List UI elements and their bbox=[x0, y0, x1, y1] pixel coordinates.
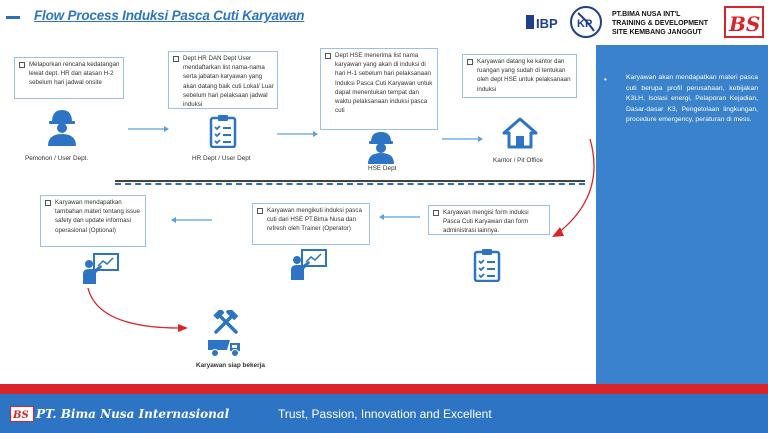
step-1-text: Melaporkan rencana kedatangan lewat dept… bbox=[29, 61, 120, 87]
dump-truck-icon bbox=[208, 340, 240, 357]
step-4-box: Karyawan datang ke kantor dan ruangan ya… bbox=[462, 54, 577, 98]
step-4-label: Kantor / Pit Office bbox=[493, 157, 543, 164]
worker-helmet-icon bbox=[48, 110, 76, 146]
step-5-text: Karyawan mengisi form induksi Pasca Cuti… bbox=[443, 209, 529, 235]
page-title: Flow Process Induksi Pasca Cuti Karyawan bbox=[34, 8, 305, 23]
footer-company-name: PT. Bima Nusa Internasional bbox=[36, 407, 230, 421]
step-1-label: Pemohon / User Dept. bbox=[25, 155, 89, 162]
checkbox-icon bbox=[257, 208, 263, 214]
header: Flow Process Induksi Pasca Cuti Karyawan… bbox=[0, 0, 768, 42]
footer bbox=[0, 394, 768, 433]
arrow-right-3 bbox=[442, 136, 483, 142]
footer-logo-text: BS bbox=[12, 410, 29, 421]
hse-officer-icon bbox=[368, 132, 394, 164]
footer-red-band bbox=[0, 384, 768, 394]
title-accent-bar bbox=[6, 16, 20, 19]
checkbox-icon bbox=[433, 210, 439, 216]
step-2-box: Dept HR DAN Dept User mendaftarkan list … bbox=[168, 51, 278, 109]
company-line-2: TRAINING & DEVELOPMENT bbox=[612, 20, 709, 27]
office-house-icon bbox=[502, 117, 538, 149]
section-divider bbox=[115, 180, 585, 185]
arrow-right-1 bbox=[128, 126, 169, 132]
form-checklist-icon bbox=[473, 249, 501, 282]
kp-logo: KP bbox=[570, 6, 602, 38]
induction-material-panel: • Karyawan akan mendapatkan materi pasca… bbox=[596, 45, 768, 385]
step-4-text: Karyawan datang ke kantor dan ruangan ya… bbox=[477, 58, 571, 93]
step-2-label: HR Dept / User Dept bbox=[192, 155, 251, 162]
bs-logo: BS bbox=[724, 6, 764, 38]
step-2-text: Dept HR DAN Dept User mendaftarkan list … bbox=[183, 55, 274, 109]
step-3-box: Dept HSE menerima list nama karyawan yan… bbox=[320, 48, 438, 130]
step-8-label: Karyawan siap bekerja bbox=[196, 362, 265, 369]
step-7-box: Karyawan mendapatkan tambahan materi ten… bbox=[40, 195, 146, 247]
curved-arrow-to-ready bbox=[87, 287, 188, 332]
curved-arrow-down-left bbox=[552, 138, 595, 237]
step-1-box: Melaporkan rencana kedatangan lewat dept… bbox=[14, 57, 124, 99]
hammer-tools-icon bbox=[213, 310, 238, 334]
checkbox-icon bbox=[45, 200, 51, 206]
arrow-left-1 bbox=[379, 214, 420, 220]
step-7-text: Karyawan mendapatkan tambahan materi ten… bbox=[55, 199, 140, 234]
checkbox-icon bbox=[467, 59, 473, 65]
ibp-logo: IBP bbox=[524, 13, 564, 31]
logo-kp-text: KP bbox=[577, 18, 592, 30]
clipboard-checklist-icon bbox=[209, 115, 237, 148]
checkbox-icon bbox=[19, 62, 25, 68]
footer-tagline: Trust, Passion, Innovation and Excellent bbox=[278, 407, 492, 421]
checkbox-icon bbox=[173, 56, 179, 62]
panel-text: Karyawan akan mendapatkan materi pasca c… bbox=[626, 74, 758, 123]
step-5-box: Karyawan mengisi form induksi Pasca Cuti… bbox=[428, 205, 550, 235]
arrow-right-2 bbox=[277, 131, 318, 137]
company-info: PT.BIMA NUSA INT'L TRAINING & DEVELOPMEN… bbox=[612, 10, 708, 37]
step-3-text: Dept HSE menerima list nama karyawan yan… bbox=[335, 52, 433, 115]
logo-ibp-text: IBP bbox=[536, 16, 558, 31]
panel-bullet: • bbox=[604, 75, 607, 84]
step-3-label: HSE Dept bbox=[368, 165, 397, 172]
logo-bs-text: BS bbox=[728, 12, 760, 36]
company-line-3: SITE KEMBANG JANGGUT bbox=[612, 29, 702, 36]
step-6-text: Karyawan mengikuti induksi pasca cuti da… bbox=[267, 207, 362, 233]
step-6-box: Karyawan mengikuti induksi pasca cuti da… bbox=[252, 203, 370, 245]
footer-bs-logo: BS bbox=[10, 406, 34, 422]
checkbox-icon bbox=[325, 53, 331, 59]
arrow-left-2 bbox=[171, 217, 212, 223]
safety-briefing-icon bbox=[83, 253, 119, 284]
trainer-presentation-icon bbox=[291, 249, 327, 280]
company-line-1: PT.BIMA NUSA INT'L bbox=[612, 11, 681, 18]
